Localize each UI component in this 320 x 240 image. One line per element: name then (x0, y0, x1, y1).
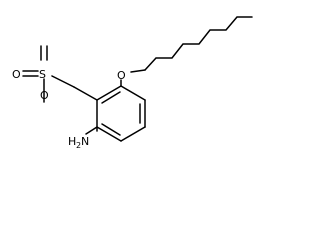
atom-oxygen-sulfonyl-left: O (12, 68, 21, 81)
atom-sulfur: S (39, 68, 46, 81)
bond-ring-ch2 (73, 86, 98, 101)
octyl-chain (144, 16, 253, 71)
bond-ch2-s (51, 75, 75, 88)
bond-o-c1 (130, 69, 146, 73)
benzene-ring (96, 85, 146, 142)
atom-amine-n: N (81, 135, 89, 148)
atom-oxygen-sulfonyl-bottom: O (40, 89, 49, 102)
bond-ring-c6-c1 (120, 85, 146, 101)
amine-group: H 2 N (68, 135, 89, 150)
bond-ring-inner-c1-c2 (101, 91, 121, 104)
bond-ring-inner-c3-c4 (101, 123, 121, 136)
bond-ring-c4-c5 (120, 126, 146, 142)
bond-ring-c1-c2 (96, 85, 122, 101)
atom-oxygen-ether: O (117, 69, 126, 82)
bond-c-n (85, 126, 98, 135)
chemical-structure: S O O O H 2 N (12, 16, 253, 150)
atom-amine-h: H (68, 135, 76, 148)
atom-amine-h-count: 2 (76, 141, 81, 150)
bond-ring-c3-c4 (96, 126, 122, 142)
